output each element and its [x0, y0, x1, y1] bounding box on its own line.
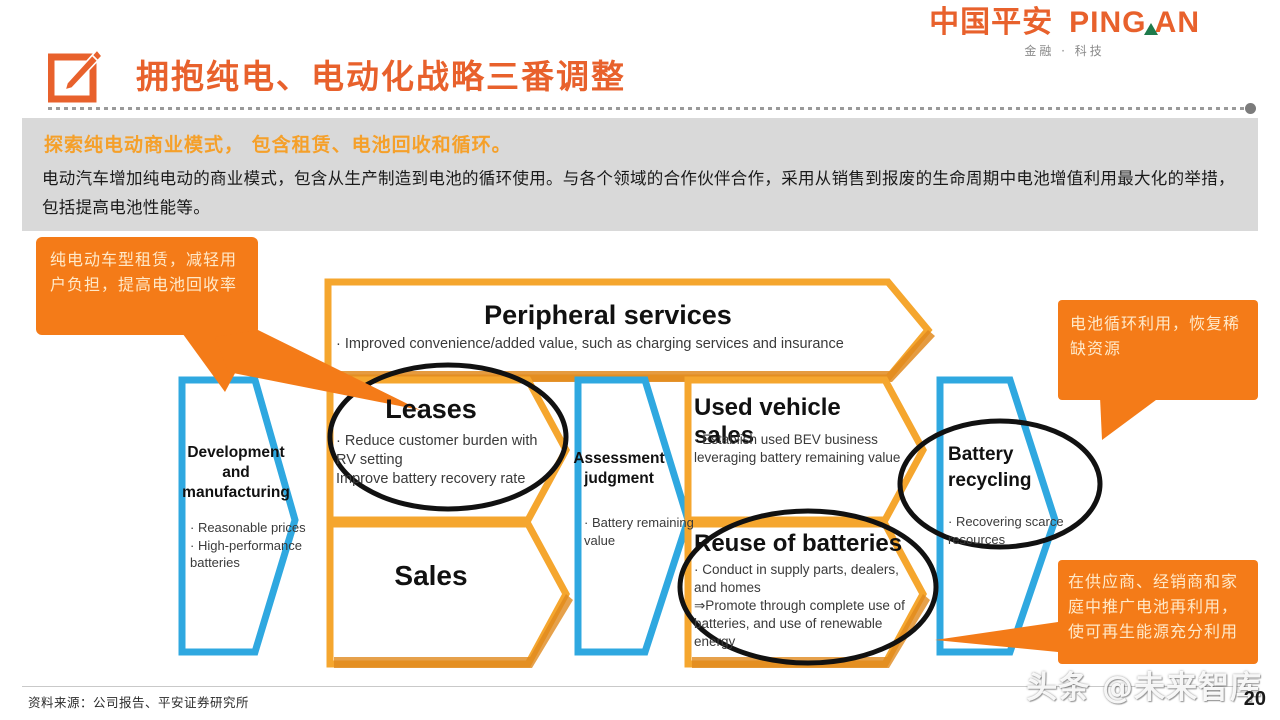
logo-subtitle: 金融 · 科技 — [1024, 44, 1105, 58]
leases-bullet-3: Improve battery recovery rate — [336, 471, 526, 487]
header-divider-dot — [1245, 103, 1256, 114]
reuse-title: Reuse of batteries — [694, 530, 903, 557]
page-title: 拥抱纯电、电动化战略三番调整 — [136, 57, 626, 96]
reuse-bullet-3: ⇒Promote through complete use of — [694, 598, 905, 613]
sales-title: Sales — [394, 560, 468, 591]
battery-recycling-title-line-1: Battery — [948, 444, 1014, 465]
reuse-bullet-1: · Conduct in supply parts, dealers, — [694, 562, 899, 577]
logo-triangle-icon — [1144, 23, 1159, 35]
battery-recycling-shape — [936, 376, 1059, 656]
peripheral-services-bullet-1: · Improved convenience/added value, such… — [336, 336, 844, 352]
leases-bullet-2: RV setting — [336, 452, 403, 468]
recycling-callout-shape — [1058, 300, 1258, 440]
used-vehicle-bullet-2: leveraging battery remaining value — [694, 450, 901, 465]
reuse-bullet-4: batteries, and use of renewable — [694, 616, 883, 631]
watermark: 头条 @未来智库 — [1026, 670, 1262, 706]
logo-english-label: PING AN — [1069, 6, 1200, 39]
assessment-title-line-2: judgment — [584, 470, 654, 487]
logo-row: 中国平安 PING AN — [929, 8, 1200, 38]
leases-shape — [326, 376, 570, 524]
reuse-highlight-ellipse — [677, 508, 939, 666]
assessment-shape — [574, 376, 692, 656]
development-bullet-3: batteries — [190, 555, 240, 570]
reuse-bullet-2: and homes — [694, 580, 761, 595]
assessment-bullet-2: value — [584, 533, 616, 548]
reuse-bullet-5: energy — [694, 634, 736, 649]
development-title-line-3: manufacturing — [182, 484, 290, 501]
header-divider — [48, 107, 1248, 110]
recycling-highlight-ellipse — [897, 418, 1103, 550]
used-vehicle-sales-shape — [684, 376, 927, 524]
leases-highlight-ellipse — [327, 362, 569, 512]
value-chain-diagram: Peripheral services · Improved convenien… — [0, 232, 1280, 672]
battery-recycling-bullet-1: · Recovering scarce — [948, 514, 1064, 529]
development-shape — [178, 376, 299, 656]
used-vehicle-sales-title: Used vehicle sales — [694, 394, 841, 449]
assessment-bullet-1: · Battery remaining — [584, 515, 694, 530]
summary-headline: 探索纯电动商业模式， 包含租赁、电池回收和循环。 — [44, 134, 512, 156]
recycling-callout-text: 电池循环利用，恢复稀缺资源 — [1070, 314, 1241, 358]
leases-title: Leases — [385, 394, 477, 424]
development-bullet-1: · Reasonable prices — [190, 520, 306, 535]
battery-recycling-title-line-2: recycling — [948, 470, 1032, 491]
battery-recycling-bullet-2: resources — [948, 532, 1006, 547]
development-bullet-2: · High-performance — [190, 538, 302, 553]
summary-panel: 探索纯电动商业模式， 包含租赁、电池回收和循环。 电动汽车增加纯电动的商业模式，… — [22, 118, 1258, 231]
peripheral-services-title: Peripheral services — [484, 300, 732, 330]
reuse-callout-text: 在供应商、经销商和家庭中推广电池再利用，使可再生能源充分利用 — [1068, 572, 1239, 641]
diagram-shapes — [36, 237, 1258, 668]
leases-bullet-1: · Reduce customer burden with — [336, 433, 538, 449]
source-note: 资料来源：公司报告、平安证券研究所 — [28, 695, 250, 710]
assessment-title-line-1: Assessment — [573, 450, 665, 467]
logo-english-text: PING AN — [1069, 8, 1200, 38]
summary-body: 电动汽车增加纯电动的商业模式，包含从生产制造到电池的循环使用。与各个领域的合作伙… — [42, 169, 1235, 217]
development-title-line-1: Development — [187, 444, 285, 461]
footer-divider — [22, 686, 1258, 687]
pencil-edit-icon — [48, 48, 104, 103]
leases-callout-shape — [36, 237, 420, 410]
sales-shape — [326, 520, 570, 668]
logo-chinese-text: 中国平安 — [929, 5, 1054, 40]
used-vehicle-bullet-1: · Establish used BEV business — [694, 432, 878, 447]
page-number: 20 — [1243, 688, 1266, 710]
development-title-line-2: and — [222, 464, 250, 481]
pingan-logo: 中国平安 PING AN 金融 · 科技 — [929, 8, 1200, 58]
leases-callout-text: 纯电动车型租赁，减轻用户负担，提高电池回收率 — [50, 250, 238, 294]
reuse-callout-shape — [935, 560, 1258, 664]
